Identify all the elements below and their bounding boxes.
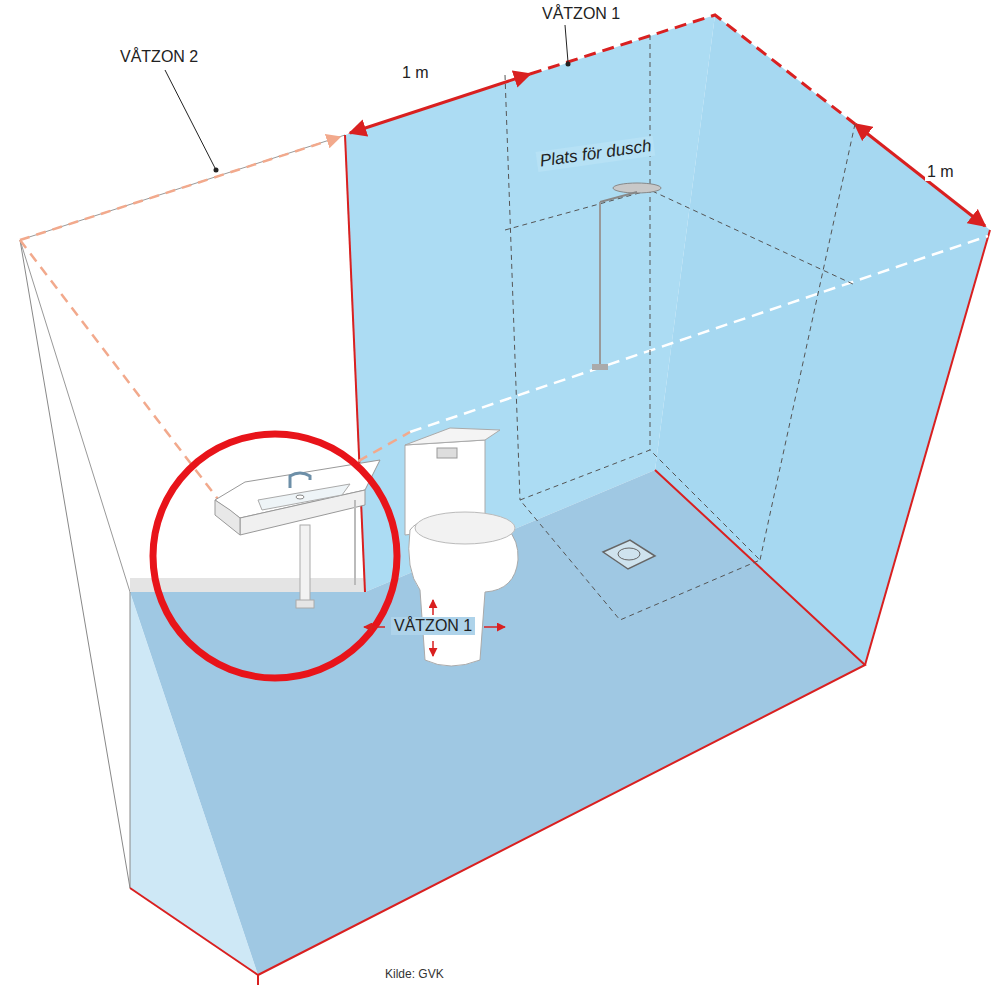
zone-edge [865, 230, 990, 665]
shower-area [505, 75, 520, 500]
direction-arrow [432, 641, 434, 656]
skirting [130, 578, 365, 592]
shower-area [760, 124, 855, 560]
leader-line [565, 25, 568, 62]
source-caption: Kilde: GVK [385, 968, 444, 982]
dimension-label: 1 m [400, 64, 431, 82]
zone-edge [345, 135, 365, 592]
dimension-arrow [855, 124, 985, 226]
floor-zone [130, 470, 865, 975]
floor-drain [618, 548, 640, 560]
zone-edge-dashed [530, 15, 855, 124]
shower-head [613, 183, 661, 193]
shower-pipe [599, 202, 601, 368]
shower-area [520, 450, 760, 620]
zone2-boundary [20, 240, 240, 528]
edge-line [130, 592, 131, 888]
dimension-label: 1 m [925, 163, 956, 181]
leader-line [165, 70, 215, 168]
left-wall [20, 135, 365, 592]
zone-label: VÅTZON 1 [540, 5, 622, 23]
dimension-arrow [350, 74, 530, 133]
direction-arrow [364, 626, 385, 628]
zone-edge [130, 888, 258, 975]
zone2-boundary [20, 137, 340, 240]
zone-label: VÅTZON 1 [391, 617, 475, 635]
leader-dot [566, 62, 571, 67]
shower-area [505, 190, 855, 285]
zone-edge [257, 975, 259, 985]
shower-pipe [600, 192, 637, 202]
edge-line [20, 240, 130, 888]
sink [215, 460, 380, 608]
floor-drain [603, 540, 655, 569]
shower-valve [592, 364, 608, 370]
direction-arrow [484, 626, 505, 628]
shower-area [650, 35, 651, 450]
zone-edge [258, 470, 865, 975]
zone2-boundary [410, 236, 988, 432]
direction-arrow [432, 600, 434, 615]
zone-label: VÅTZON 2 [118, 48, 200, 66]
highlight-circle [153, 434, 397, 678]
leader-dot [214, 168, 219, 173]
